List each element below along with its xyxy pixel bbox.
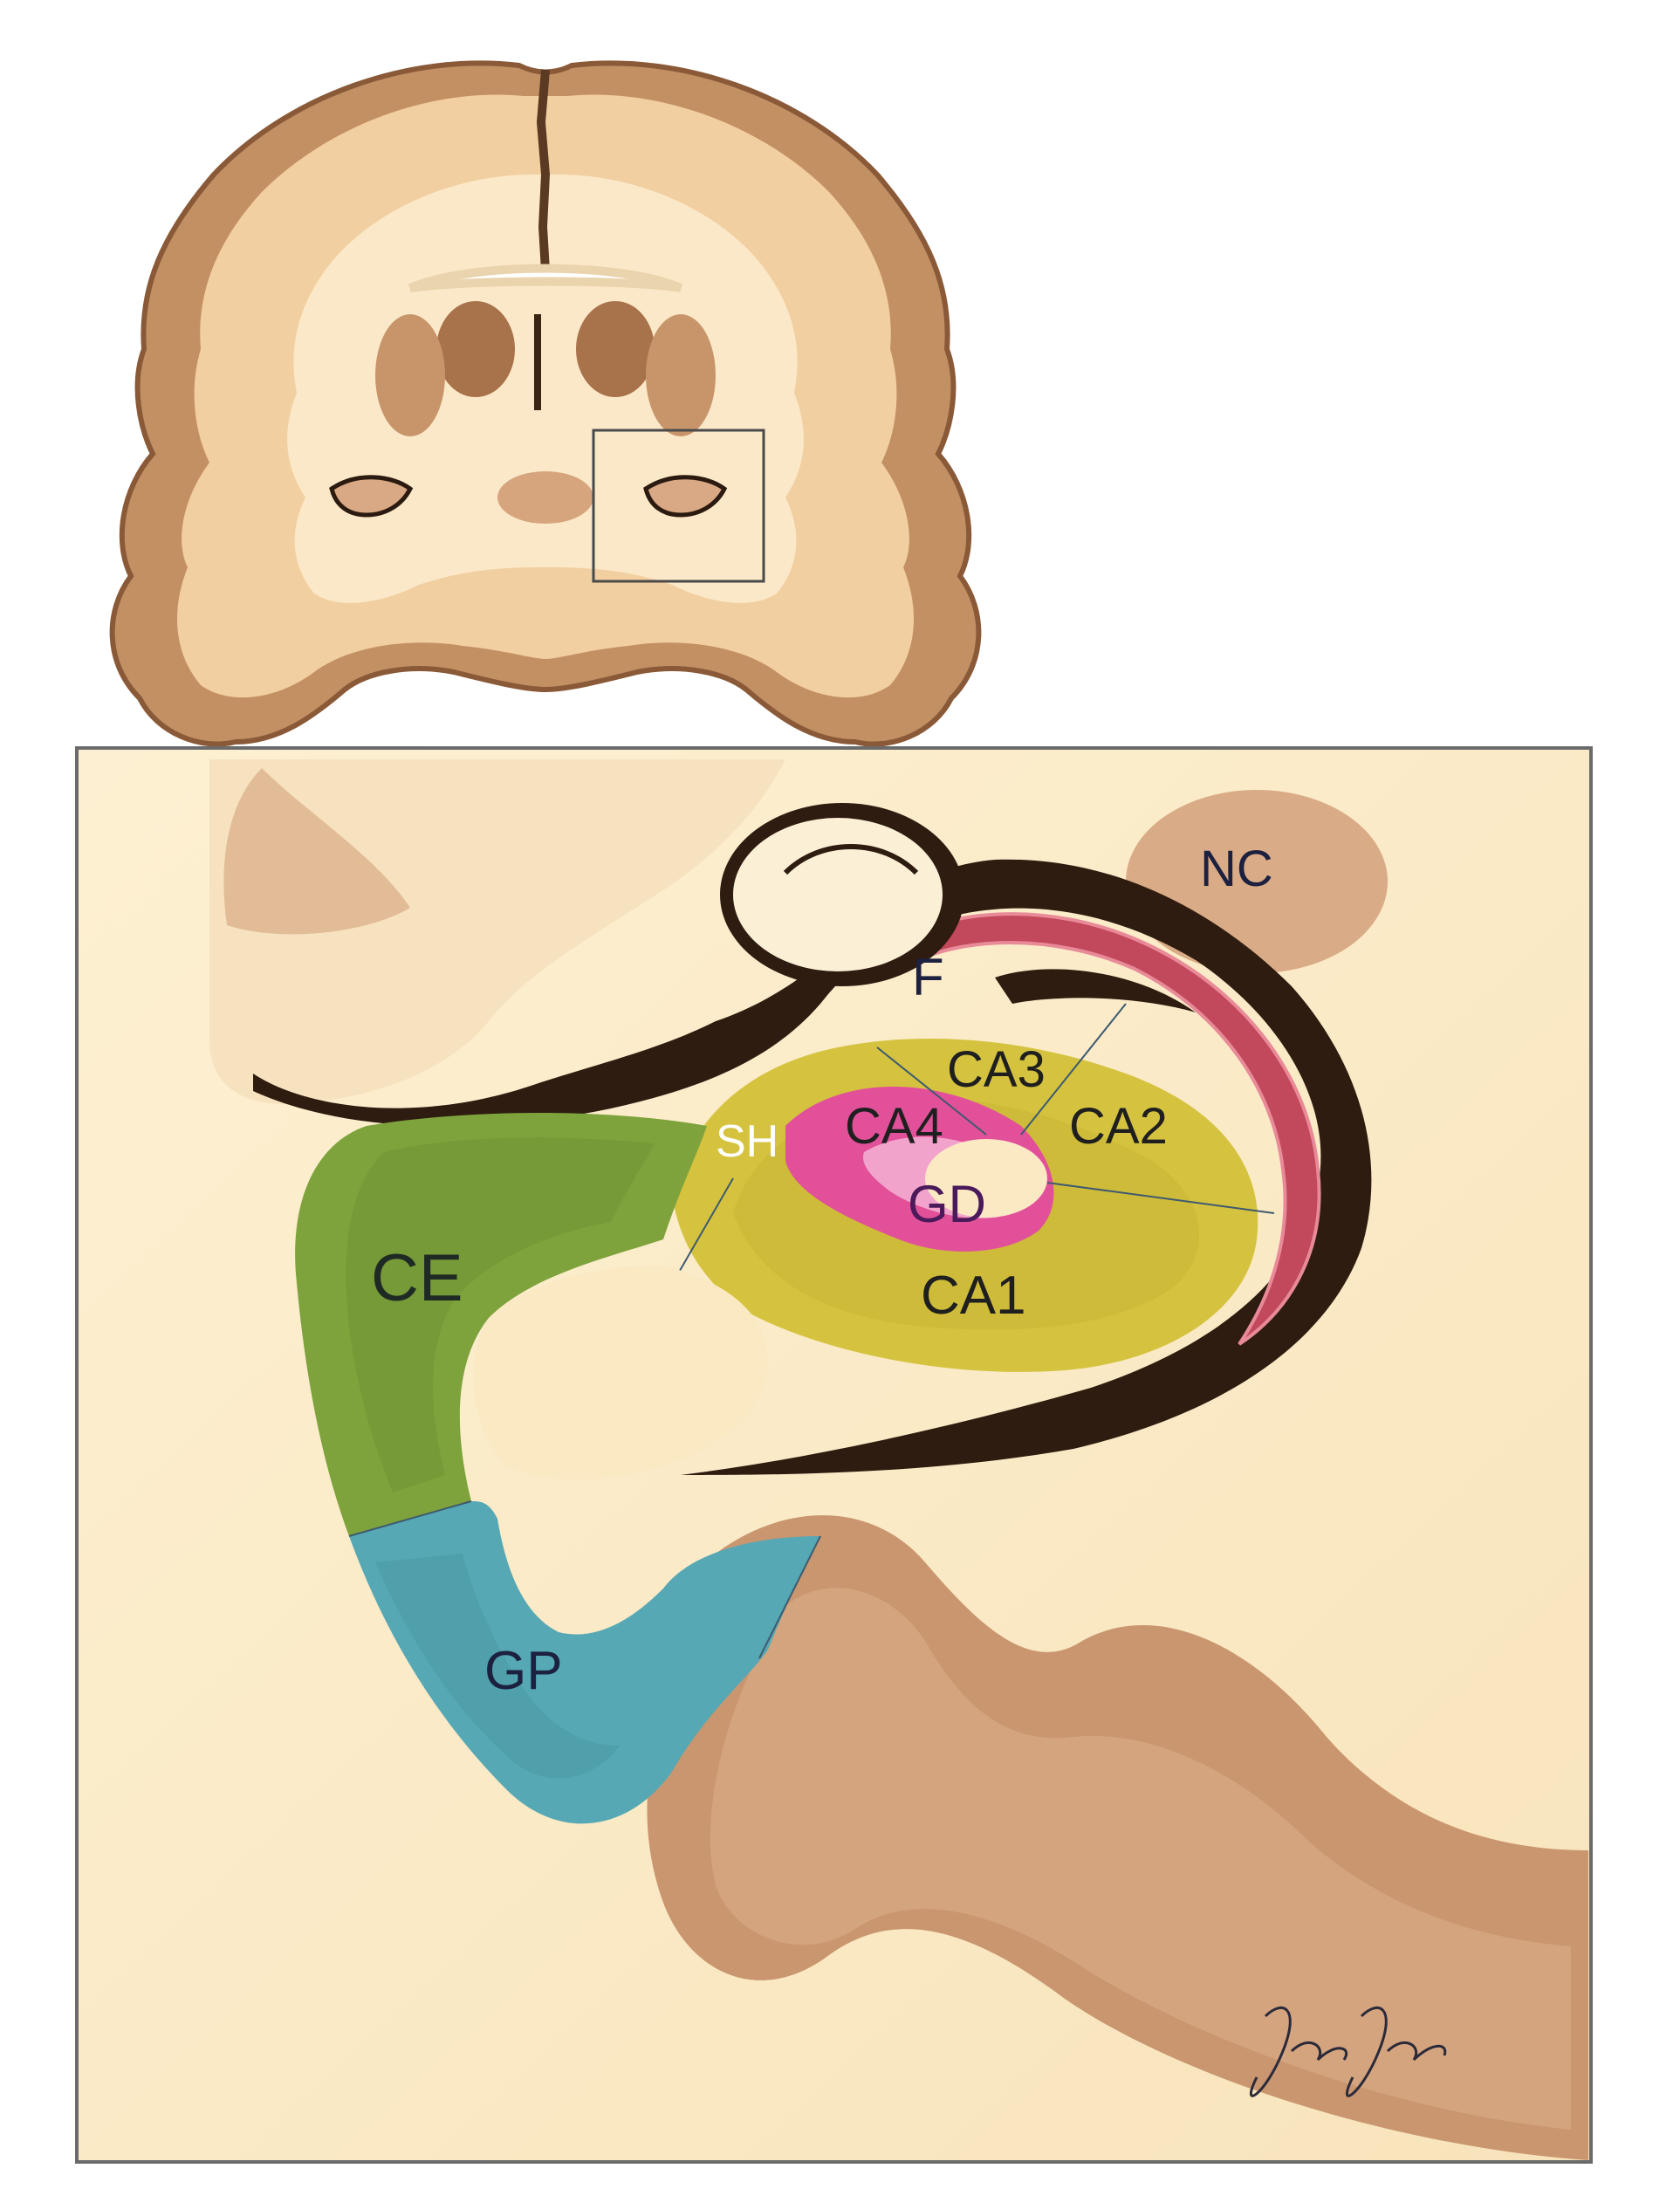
hippocampus-enlarged-panel: NC F CA3 CA4 CA2 SH GD CA1 CE GP bbox=[75, 746, 1593, 2164]
label-sh: SH bbox=[716, 1116, 778, 1167]
upper-gray-matter bbox=[223, 768, 410, 935]
label-gd: GD bbox=[908, 1175, 986, 1233]
brainstem bbox=[497, 471, 593, 524]
label-nc: NC bbox=[1200, 841, 1273, 897]
right-hippocampus bbox=[643, 475, 728, 518]
corpus-callosum bbox=[408, 264, 682, 292]
label-ca2: CA2 bbox=[1069, 1098, 1168, 1155]
label-ca4: CA4 bbox=[845, 1098, 943, 1155]
ca4-core bbox=[925, 1139, 1047, 1218]
label-f: F bbox=[912, 948, 944, 1006]
lower-gray-matter-highlight bbox=[710, 1588, 1571, 2130]
septum bbox=[534, 314, 541, 410]
label-ca1: CA1 bbox=[921, 1266, 1026, 1326]
right-caudate bbox=[576, 301, 655, 397]
left-hippocampus bbox=[329, 475, 414, 518]
upper-temporal-lobe bbox=[209, 759, 785, 1104]
longitudinal-fissure bbox=[536, 69, 551, 271]
label-ca3: CA3 bbox=[947, 1041, 1046, 1098]
coronal-brain-section bbox=[109, 60, 982, 747]
thalamus-knob bbox=[733, 818, 943, 971]
left-putamen bbox=[375, 314, 445, 436]
fimbria bbox=[995, 969, 1196, 1012]
white-matter-tongue bbox=[473, 1266, 768, 1479]
artist-signature bbox=[1249, 2007, 1447, 2097]
label-gp: GP bbox=[484, 1641, 563, 1701]
left-caudate bbox=[436, 301, 515, 397]
label-ce: CE bbox=[371, 1241, 463, 1315]
inset-box bbox=[592, 429, 765, 583]
right-putamen bbox=[646, 314, 716, 436]
